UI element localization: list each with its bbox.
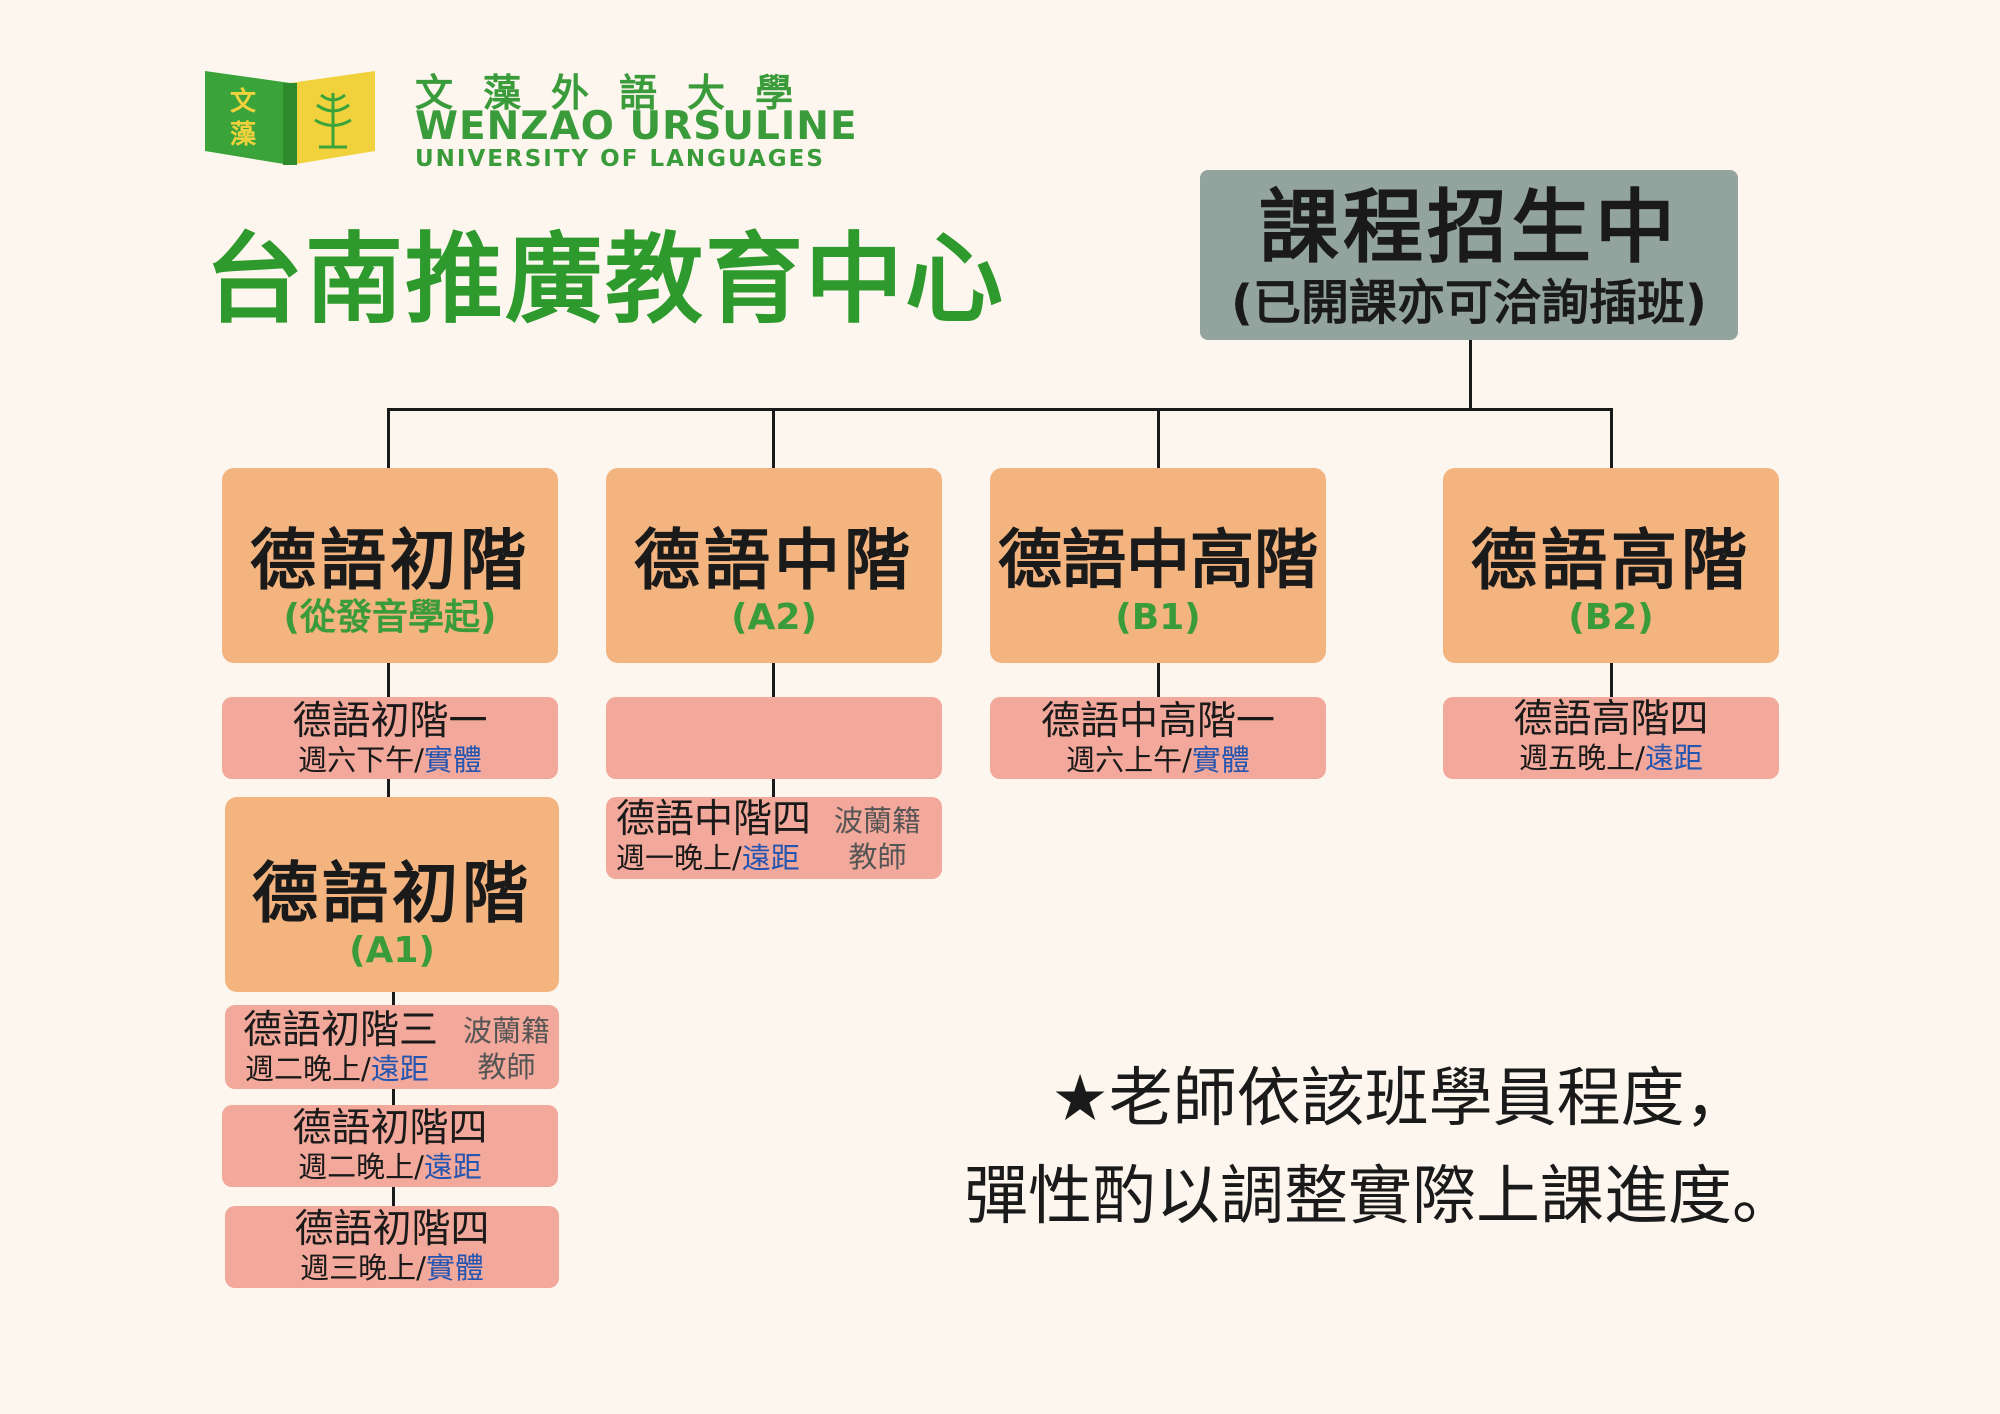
level-name: 德語中高階	[998, 524, 1318, 598]
course-box-a2-4: 德語中階四 週一晚上/遠距 波蘭籍 教師	[606, 797, 942, 879]
course-time: 週三晚上/	[300, 1251, 426, 1285]
course-box-a1-3: 德語初階三 週二晚上/遠距 波蘭籍 教師	[225, 1005, 559, 1089]
course-schedule: 週六下午/實體	[222, 744, 558, 776]
course-time: 週六下午/	[298, 743, 424, 777]
course-teacher: 波蘭籍 教師	[834, 803, 921, 875]
level-code: (B2)	[1568, 597, 1654, 638]
course-schedule: 週六上午/實體	[990, 744, 1326, 776]
course-schedule: 週三晚上/實體	[225, 1252, 559, 1284]
course-name: 德語初階三	[243, 1008, 439, 1053]
logo-emblem-char-2: 藻	[230, 120, 257, 150]
university-name-chinese: 文藻外語大學	[415, 71, 824, 115]
course-name: 德語中階四	[616, 797, 812, 842]
course-box-beginner-1: 德語初階一 週六下午/實體	[222, 697, 558, 779]
course-schedule: 週二晚上/遠距	[222, 1151, 558, 1183]
teacher-line-2: 教師	[848, 840, 907, 874]
course-teacher: 波蘭籍 教師	[463, 1013, 550, 1085]
connector-to-b1	[1157, 408, 1160, 468]
level-code: (B1)	[1115, 597, 1201, 638]
course-name: 德語中高階一	[1040, 699, 1275, 744]
connector-to-b2	[1610, 408, 1613, 468]
level-name: 德語初階	[252, 855, 532, 932]
course-mode: 實體	[1191, 743, 1250, 777]
note-line-2: 彈性酌以調整實際上課進度。	[964, 1160, 1796, 1234]
course-time: 週一晚上/	[616, 841, 742, 875]
connector-horizontal	[387, 408, 1613, 411]
root-title: 課程招生中	[1259, 181, 1679, 274]
course-mode: 實體	[423, 743, 482, 777]
level-box-a1: 德語初階 (A1)	[225, 797, 559, 992]
course-schedule: 週五晚上/遠距	[1443, 742, 1779, 774]
center-title: 台南推廣教育中心	[205, 223, 1006, 337]
teacher-line-2: 教師	[477, 1050, 536, 1084]
teacher-line-1: 波蘭籍	[834, 804, 922, 838]
course-name: 德語高階四	[1513, 697, 1709, 742]
course-box-a1-4b: 德語初階四 週三晚上/實體	[225, 1206, 559, 1288]
course-box-a2-empty	[606, 697, 942, 779]
level-name: 德語高階	[1471, 522, 1751, 599]
connector-b1-course	[1157, 660, 1160, 700]
course-name: 德語初階四	[292, 1106, 488, 1151]
connector-root-down	[1469, 340, 1472, 410]
logo-emblem-char-1: 文	[230, 86, 257, 117]
root-box-enrollment: 課程招生中 (已開課亦可洽詢插班)	[1200, 170, 1738, 340]
level-box-beginner: 德語初階 (從發音學起)	[222, 468, 558, 663]
connector-to-a2	[772, 408, 775, 468]
course-schedule: 週一晚上/遠距	[616, 842, 942, 874]
level-box-b2: 德語高階 (B2)	[1443, 468, 1779, 663]
university-name-english-line2: UNIVERSITY OF LANGUAGES	[415, 146, 825, 172]
course-mode: 遠距	[1644, 741, 1703, 775]
level-code: (從發音學起)	[283, 597, 497, 638]
course-box-b2-4: 德語高階四 週五晚上/遠距	[1443, 697, 1779, 779]
level-name: 德語中階	[634, 522, 914, 599]
level-code: (A2)	[731, 597, 817, 638]
course-mode: 遠距	[423, 1150, 482, 1184]
note-line-1: ★老師依該班學員程度，	[1051, 1062, 1749, 1136]
course-box-b1-1: 德語中高階一 週六上午/實體	[990, 697, 1326, 779]
course-box-a1-4a: 德語初階四 週二晚上/遠距	[222, 1105, 558, 1187]
level-box-b1: 德語中高階 (B1)	[990, 468, 1326, 663]
university-name-english-line1: WENZAO URSULINE	[415, 104, 858, 149]
level-code: (A1)	[349, 930, 435, 971]
course-schedule: 週二晚上/遠距	[245, 1053, 559, 1085]
course-time: 週五晚上/	[1519, 741, 1645, 775]
connector-to-beginner	[387, 408, 390, 468]
course-time: 週二晚上/	[298, 1150, 424, 1184]
course-time: 週二晚上/	[245, 1052, 371, 1086]
teacher-line-1: 波蘭籍	[463, 1014, 551, 1048]
root-subtitle: (已開課亦可洽詢插班)	[1231, 275, 1707, 331]
level-box-a2: 德語中階 (A2)	[606, 468, 942, 663]
university-logo-emblem: 文 藻	[205, 65, 380, 165]
course-time: 週六上午/	[1066, 743, 1192, 777]
course-name: 德語初階一	[292, 699, 488, 744]
course-mode: 遠距	[370, 1052, 429, 1086]
course-name: 德語初階四	[294, 1207, 490, 1252]
connector-b2-course	[1610, 660, 1613, 700]
course-mode: 遠距	[741, 841, 800, 875]
progress-note: ★老師依該班學員程度， 彈性酌以調整實際上課進度。	[930, 1050, 1830, 1246]
course-mode: 實體	[425, 1251, 484, 1285]
level-name: 德語初階	[250, 522, 530, 599]
